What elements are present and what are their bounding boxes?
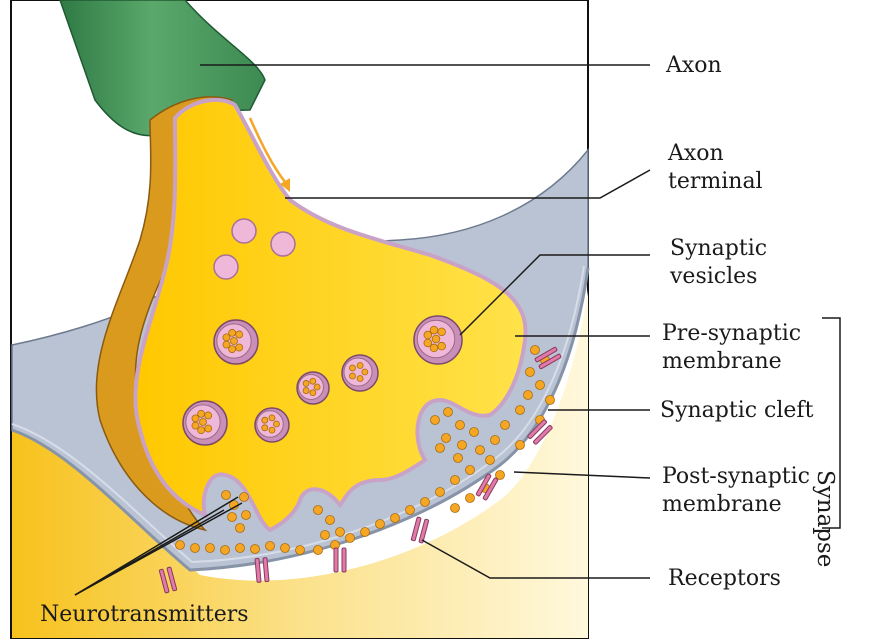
neurotransmitter [321, 531, 330, 540]
neurotransmitter [406, 506, 415, 515]
label-pre-synaptic-line2: membrane [662, 347, 782, 376]
synaptic-vesicle [414, 316, 462, 364]
neurotransmitter [346, 534, 355, 543]
neurotransmitter [236, 524, 245, 533]
label-axon-terminal-line1: Axon [668, 139, 724, 168]
neurotransmitter [516, 406, 525, 415]
neurotransmitter [326, 516, 335, 525]
neurotransmitter [451, 504, 460, 513]
receptor [411, 517, 429, 543]
neurotransmitter [491, 436, 500, 445]
neurotransmitter [466, 494, 475, 503]
neurotransmitter [222, 491, 231, 500]
neurotransmitter [236, 544, 245, 553]
neurotransmitter [242, 511, 251, 520]
synaptic-vesicle [183, 401, 227, 445]
neurotransmitter [228, 513, 237, 522]
vesicle [232, 219, 256, 243]
neurotransmitter [458, 441, 467, 450]
neurotransmitter [516, 441, 525, 450]
neurotransmitter [436, 444, 445, 453]
vesicle [271, 232, 295, 256]
neurotransmitter [391, 514, 400, 523]
synaptic-vesicle [297, 372, 329, 404]
neurotransmitter [470, 428, 479, 437]
neurotransmitter [451, 476, 460, 485]
neurotransmitter [501, 421, 510, 430]
synaptic-vesicle [342, 355, 378, 391]
neurotransmitter [456, 421, 465, 430]
neurotransmitter [296, 546, 305, 555]
label-post-synaptic-line2: membrane [662, 490, 782, 519]
neurotransmitter [526, 368, 535, 377]
neurotransmitter [421, 498, 430, 507]
neurotransmitter [466, 466, 475, 475]
neurotransmitter [546, 396, 555, 405]
label-axon-terminal-line2: terminal [668, 167, 763, 196]
label-neurotransmitters: Neurotransmitters [40, 600, 249, 629]
label-synaptic-cleft: Synaptic cleft [660, 396, 813, 425]
synaptic-vesicle [255, 408, 289, 442]
label-pre-synaptic-line1: Pre-synaptic [662, 319, 801, 348]
neurotransmitter [476, 446, 485, 455]
neurotransmitter [442, 434, 451, 443]
neurotransmitter [361, 528, 370, 537]
label-synapse: Synapse [812, 470, 838, 567]
neurotransmitter [336, 528, 345, 537]
vesicle [214, 255, 238, 279]
neurotransmitter [251, 545, 260, 554]
neurotransmitter [524, 391, 533, 400]
neurotransmitter [376, 520, 385, 529]
neurotransmitter [431, 416, 440, 425]
receptor [334, 548, 346, 572]
label-post-synaptic-line1: Post-synaptic [662, 462, 810, 491]
label-receptors: Receptors [668, 564, 781, 593]
neurotransmitter [314, 506, 323, 515]
neurotransmitter [454, 454, 463, 463]
neurotransmitter [176, 541, 185, 550]
neurotransmitter [206, 544, 215, 553]
neurotransmitter [281, 544, 290, 553]
neurotransmitter [314, 546, 323, 555]
neurotransmitter [240, 493, 249, 502]
label-synaptic-vesicles-line1: Synaptic [670, 234, 767, 263]
neurotransmitter [221, 546, 230, 555]
neurotransmitter [496, 471, 505, 480]
neurotransmitter [436, 488, 445, 497]
neurotransmitter [444, 408, 453, 417]
neurotransmitter [531, 346, 540, 355]
neurotransmitter [191, 544, 200, 553]
neurotransmitter [486, 456, 495, 465]
label-axon: Axon [666, 51, 722, 80]
neurotransmitter [266, 542, 275, 551]
neurotransmitter [536, 381, 545, 390]
label-synaptic-vesicles-line2: vesicles [670, 262, 757, 291]
synaptic-vesicle [214, 320, 258, 364]
